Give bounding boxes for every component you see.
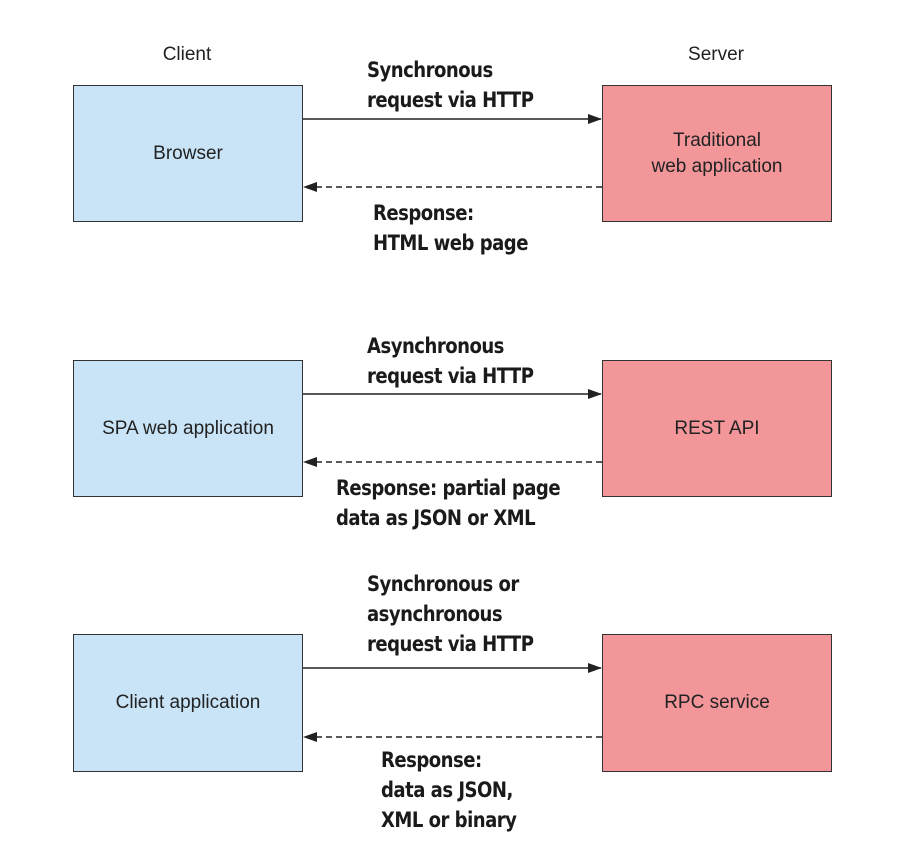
rest-api-box: REST API bbox=[602, 360, 832, 497]
server-column-header: Server bbox=[688, 44, 744, 65]
request-label-row-1: Synchronous request via HTTP bbox=[367, 58, 534, 112]
response-label-row-2: Response: partial page data as JSON or X… bbox=[336, 476, 561, 530]
client-application-box: Client application bbox=[73, 634, 303, 772]
request-label-row-2: Asynchronous request via HTTP bbox=[367, 334, 534, 388]
request-label-row-3: Synchronous or asynchronous request via … bbox=[367, 572, 534, 656]
spa-web-application-box: SPA web application bbox=[73, 360, 303, 497]
rpc-service-box: RPC service bbox=[602, 634, 832, 772]
traditional-web-application-box: Traditional web application bbox=[602, 85, 832, 222]
browser-box: Browser bbox=[73, 85, 303, 222]
response-label-row-3: Response: data as JSON, XML or binary bbox=[381, 748, 517, 832]
response-label-row-1: Response: HTML web page bbox=[373, 201, 528, 255]
client-column-header: Client bbox=[162, 44, 212, 65]
